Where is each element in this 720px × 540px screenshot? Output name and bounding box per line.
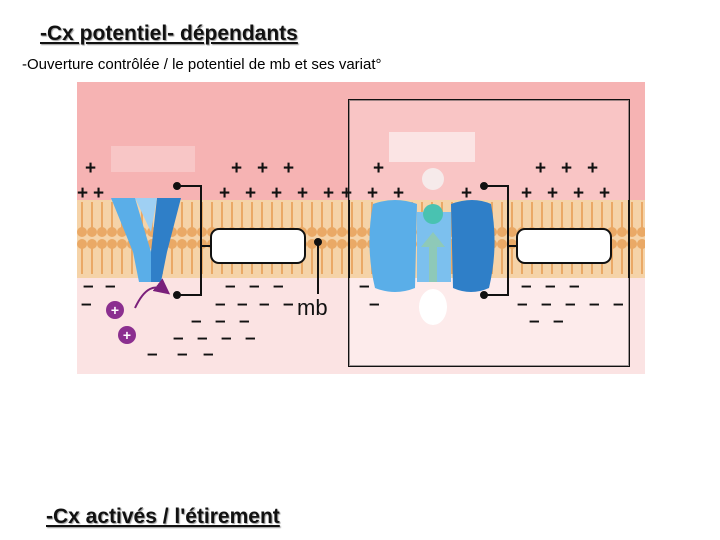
svg-text:–: – <box>215 311 226 332</box>
svg-text:–: – <box>517 294 528 315</box>
svg-text:–: – <box>541 294 552 315</box>
svg-text:+: + <box>85 158 96 179</box>
svg-text:+: + <box>231 158 242 179</box>
svg-text:–: – <box>147 344 158 365</box>
svg-text:–: – <box>273 276 284 297</box>
svg-text:+: + <box>257 158 268 179</box>
svg-text:+: + <box>93 183 104 204</box>
svg-text:–: – <box>565 294 576 315</box>
section-title: -Cx activés / l'étirement <box>46 505 280 528</box>
svg-text:–: – <box>589 294 600 315</box>
svg-text:+: + <box>77 183 88 204</box>
curved-arrow-icon <box>134 278 171 309</box>
channel-diagram: + + mb + + + + + + + + + + + <box>77 82 645 374</box>
svg-text:–: – <box>359 276 370 297</box>
svg-text:+: + <box>297 183 308 204</box>
svg-text:+: + <box>271 183 282 204</box>
svg-text:–: – <box>521 276 532 297</box>
svg-text:–: – <box>225 276 236 297</box>
svg-text:–: – <box>105 276 116 297</box>
svg-text:+: + <box>547 183 558 204</box>
svg-text:–: – <box>245 328 256 349</box>
svg-text:–: – <box>529 311 540 332</box>
connector-lines <box>173 182 517 299</box>
svg-text:–: – <box>197 328 208 349</box>
svg-text:–: – <box>569 276 580 297</box>
masked-label-right <box>389 132 475 162</box>
masked-label-left <box>111 146 195 172</box>
svg-text:–: – <box>545 276 556 297</box>
ion-outside <box>422 168 444 190</box>
svg-text:–: – <box>553 311 564 332</box>
svg-text:–: – <box>259 294 270 315</box>
voltage-gated-channel-open <box>369 200 495 292</box>
svg-text:+: + <box>341 183 352 204</box>
svg-text:–: – <box>83 276 94 297</box>
svg-text:–: – <box>81 294 92 315</box>
page-subtitle: -Ouverture contrôlée / le potentiel de m… <box>22 56 382 73</box>
svg-text:–: – <box>177 344 188 365</box>
svg-text:+: + <box>123 327 131 343</box>
ion-plus-icon: + <box>118 326 136 344</box>
svg-text:+: + <box>367 183 378 204</box>
svg-text:–: – <box>173 328 184 349</box>
svg-text:+: + <box>373 158 384 179</box>
svg-text:+: + <box>219 183 230 204</box>
svg-text:+: + <box>573 183 584 204</box>
svg-text:+: + <box>393 183 404 204</box>
svg-text:–: – <box>283 294 294 315</box>
svg-text:+: + <box>111 302 119 318</box>
svg-text:+: + <box>461 183 472 204</box>
ion-plus-icon: + <box>106 301 124 319</box>
svg-text:–: – <box>249 276 260 297</box>
svg-text:+: + <box>521 183 532 204</box>
ion-in-pore <box>423 204 443 224</box>
label-box-right <box>516 228 612 264</box>
negative-charges: – – – – – – – – – – – – – – – – – – – – … <box>81 276 624 365</box>
svg-text:+: + <box>561 158 572 179</box>
label-box-left <box>210 228 306 264</box>
svg-text:+: + <box>245 183 256 204</box>
svg-text:–: – <box>203 344 214 365</box>
svg-text:–: – <box>237 294 248 315</box>
svg-text:+: + <box>283 158 294 179</box>
svg-text:–: – <box>369 294 380 315</box>
positive-charges: + + + + + + + + + + + + + + + + + + + + … <box>77 158 610 204</box>
svg-text:–: – <box>613 294 624 315</box>
voltage-gated-channel-closed <box>111 198 181 282</box>
ion-inside <box>419 289 447 325</box>
svg-text:–: – <box>215 294 226 315</box>
up-arrow-icon <box>421 232 445 282</box>
svg-text:+: + <box>535 158 546 179</box>
membrane-label: mb <box>297 295 328 320</box>
svg-text:+: + <box>323 183 334 204</box>
svg-text:+: + <box>587 158 598 179</box>
page-title: -Cx potentiel- dépendants <box>40 22 298 45</box>
svg-text:–: – <box>239 311 250 332</box>
svg-text:–: – <box>191 311 202 332</box>
svg-text:+: + <box>599 183 610 204</box>
svg-text:–: – <box>221 328 232 349</box>
